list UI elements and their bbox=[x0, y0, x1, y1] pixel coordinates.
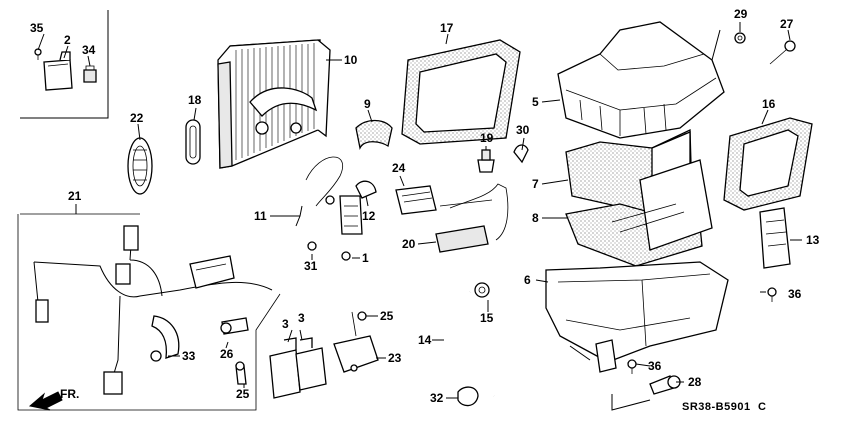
callout-25-upper: 25 bbox=[380, 309, 394, 323]
clip-part-33[interactable] bbox=[150, 315, 180, 362]
callout-28: 28 bbox=[688, 375, 702, 389]
callout-16: 16 bbox=[762, 97, 776, 111]
callout-26: 26 bbox=[220, 347, 234, 361]
direction-label: FR. bbox=[60, 387, 79, 401]
callout-10: 10 bbox=[344, 53, 358, 67]
callout-20: 20 bbox=[402, 237, 416, 251]
front-direction-indicator: FR. bbox=[28, 387, 79, 411]
diagram-code-text: SR38-B5901 bbox=[682, 401, 751, 413]
callout-12: 12 bbox=[362, 209, 376, 223]
relay-part-3-left[interactable] bbox=[269, 337, 301, 399]
callout-35: 35 bbox=[30, 21, 44, 35]
sensor-part-20[interactable] bbox=[435, 183, 509, 253]
callout-15: 15 bbox=[480, 311, 494, 325]
callout-30: 30 bbox=[516, 123, 530, 137]
callout-36-lower: 36 bbox=[648, 359, 662, 373]
clip-part-30[interactable] bbox=[513, 144, 529, 164]
callout-19: 19 bbox=[480, 131, 494, 145]
expansion-valve-part-11[interactable] bbox=[305, 156, 363, 235]
callout-17: 17 bbox=[440, 21, 454, 35]
o-ring-part-31[interactable] bbox=[307, 241, 317, 251]
lower-case-part-8[interactable] bbox=[565, 159, 713, 267]
callout-7: 7 bbox=[532, 177, 539, 191]
callout-14: 14 bbox=[418, 333, 432, 347]
inset-frame bbox=[20, 10, 109, 119]
grommet-part-22[interactable] bbox=[127, 137, 153, 195]
leader-lines bbox=[37, 22, 802, 411]
o-ring-part-1[interactable] bbox=[341, 251, 351, 261]
cap-part-12[interactable] bbox=[355, 180, 377, 199]
drain-hose-part-14[interactable] bbox=[447, 290, 495, 398]
upper-case-part-5[interactable] bbox=[557, 21, 725, 139]
callout-3-left: 3 bbox=[282, 317, 289, 331]
connector-part-34[interactable] bbox=[83, 65, 97, 83]
callout-25-lower: 25 bbox=[236, 387, 250, 401]
screw-part-36-lower[interactable] bbox=[627, 359, 637, 374]
callout-9: 9 bbox=[364, 97, 371, 111]
nut-part-29[interactable] bbox=[734, 32, 746, 44]
filter-part-16[interactable] bbox=[723, 117, 813, 211]
diagram-code: SR38-B5901 C bbox=[682, 401, 766, 413]
callout-2: 2 bbox=[64, 33, 71, 47]
callout-11: 11 bbox=[254, 209, 267, 223]
callout-23: 23 bbox=[388, 351, 402, 365]
callout-33: 33 bbox=[182, 349, 196, 363]
thermistor-part-19[interactable] bbox=[477, 149, 495, 173]
callout-1: 1 bbox=[362, 251, 369, 265]
bolt-part-26[interactable] bbox=[220, 317, 249, 335]
callout-29: 29 bbox=[734, 7, 748, 21]
evaporator-part-10[interactable] bbox=[217, 39, 331, 169]
callout-8: 8 bbox=[532, 211, 539, 225]
seal-part-17[interactable] bbox=[401, 39, 521, 145]
callout-32: 32 bbox=[430, 391, 444, 405]
screw-part-36-right[interactable] bbox=[767, 287, 777, 302]
callout-24: 24 bbox=[392, 161, 406, 175]
screw-part-27[interactable] bbox=[769, 40, 796, 65]
relay-part-3-right[interactable] bbox=[295, 337, 327, 391]
bracket-part-23[interactable] bbox=[333, 311, 379, 373]
callout-34: 34 bbox=[82, 43, 96, 57]
callout-5: 5 bbox=[532, 95, 539, 109]
wire-harness-part-21[interactable] bbox=[17, 213, 281, 411]
bracket-part-13[interactable] bbox=[759, 207, 791, 269]
clamp-part-15[interactable] bbox=[474, 282, 490, 298]
callout-6: 6 bbox=[524, 273, 531, 287]
callout-labels: 35 2 34 10 18 22 9 17 19 30 5 29 27 16 7… bbox=[30, 7, 820, 405]
callout-22: 22 bbox=[130, 111, 144, 125]
callout-13: 13 bbox=[806, 233, 820, 247]
bracket-part-24[interactable] bbox=[395, 185, 437, 215]
diagram-code-suffix: C bbox=[758, 401, 766, 413]
seal-part-18[interactable] bbox=[185, 119, 201, 165]
callout-36-right: 36 bbox=[788, 287, 802, 301]
housing-part-6[interactable] bbox=[545, 261, 729, 373]
relay-part-2[interactable] bbox=[43, 51, 73, 91]
seal-part-9[interactable] bbox=[355, 119, 393, 150]
callout-31: 31 bbox=[304, 259, 318, 273]
callout-21: 21 bbox=[68, 189, 82, 203]
callout-18: 18 bbox=[188, 93, 202, 107]
bolt-part-28[interactable] bbox=[649, 375, 681, 395]
clamp-part-32[interactable] bbox=[457, 386, 479, 407]
callout-3-right: 3 bbox=[298, 311, 305, 325]
callout-27: 27 bbox=[780, 17, 794, 31]
screw-part-35[interactable] bbox=[34, 48, 42, 60]
bolt-part-25-lower[interactable] bbox=[235, 361, 247, 385]
